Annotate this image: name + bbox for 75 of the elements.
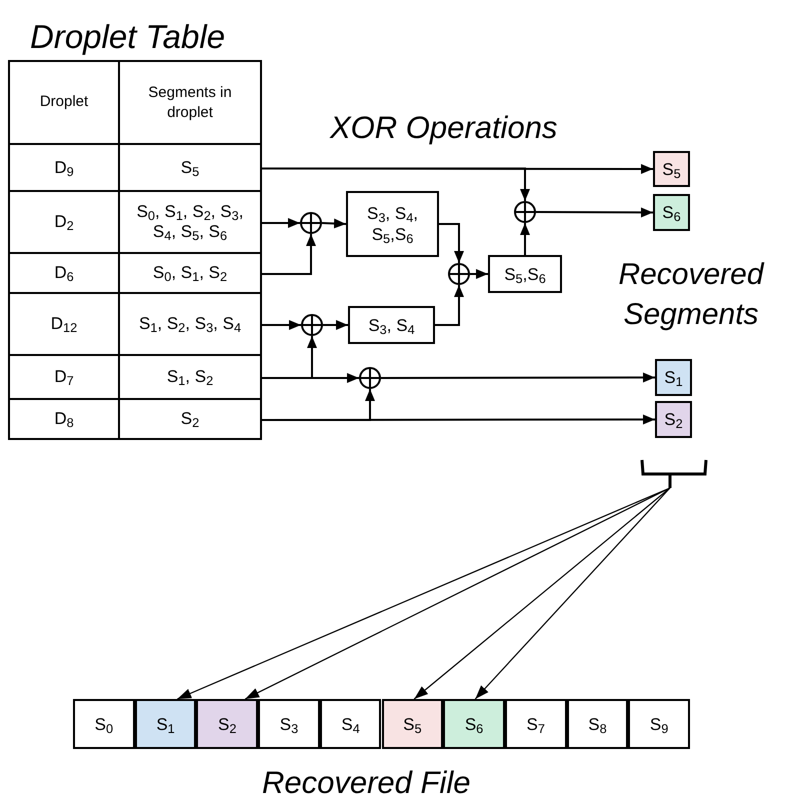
file-segment-cell xyxy=(134,699,196,749)
section-heading: Recovered Segments xyxy=(617,257,766,333)
segment-label: S$_{1}$ xyxy=(156,714,175,734)
segment-label: S$_{5}$,S$_{6}$ xyxy=(504,264,546,284)
segment-list: S$_{0}$, S$_{1}$, S$_{2}$ xyxy=(152,263,228,283)
segment-label: S$_{2}$ xyxy=(664,409,683,430)
arrow xyxy=(322,218,346,228)
segment-list: S$_{5}$ xyxy=(180,158,200,178)
segment-list: S$_{0}$, S$_{1}$, S$_{2}$, S$_{3}$, S$_{4}$, S$_{5}$, S$_{6}$ xyxy=(124,202,256,242)
segment-label: S$_{7}$ xyxy=(526,714,545,734)
droplet-id: D$_{8}$ xyxy=(54,408,74,432)
section-heading: Droplet Table xyxy=(30,17,226,57)
section-heading: XOR Operations xyxy=(330,109,558,147)
file-segment-cell xyxy=(196,699,258,749)
table-row xyxy=(8,294,262,356)
column-header: Droplet xyxy=(40,92,88,112)
arrow xyxy=(262,168,530,201)
table-header-row xyxy=(8,60,262,145)
table-row xyxy=(8,400,262,440)
table-row xyxy=(8,145,262,192)
arrow xyxy=(262,234,316,275)
segment-label: S$_{6}$ xyxy=(464,714,484,734)
arrow xyxy=(439,223,464,263)
arrow xyxy=(474,488,670,700)
segment-box xyxy=(655,401,692,438)
file-segment-cell xyxy=(320,699,382,749)
file-segment-cell xyxy=(504,699,567,749)
column-header: Segments in droplet xyxy=(147,82,233,122)
segment-list: S$_{1}$, S$_{2}$ xyxy=(166,367,214,387)
segment-label: S$_{4}$ xyxy=(341,714,360,734)
arrow xyxy=(262,389,375,421)
segment-label: S$_{6}$ xyxy=(662,202,681,223)
segment-box xyxy=(655,359,692,396)
section-heading: Recovered File xyxy=(262,764,470,802)
curly-bracket xyxy=(640,458,708,488)
arrow xyxy=(262,218,300,228)
arrow xyxy=(536,207,653,218)
segment-label: S$_{5}$ xyxy=(403,714,422,734)
droplet-id: D$_{7}$ xyxy=(54,366,74,390)
droplet-id: D$_{12}$ xyxy=(50,313,78,337)
table-row xyxy=(8,254,262,294)
arrow xyxy=(470,269,488,279)
segment-list: S$_{1}$, S$_{2}$, S$_{3}$, S$_{4}$ xyxy=(138,314,242,334)
segment-label: S$_{9}$ xyxy=(650,714,668,734)
droplet-id: D$_{6}$ xyxy=(54,262,74,286)
arrow xyxy=(381,372,655,383)
segment-box xyxy=(653,194,690,231)
segment-set-box xyxy=(346,191,439,257)
file-segment-cell xyxy=(566,699,628,749)
arrow xyxy=(262,320,301,330)
arrow xyxy=(323,320,348,330)
file-segment-cell xyxy=(382,699,444,749)
arrow xyxy=(414,488,670,700)
arrow xyxy=(520,223,530,255)
segment-label: S$_{2}$ xyxy=(218,714,236,734)
arrow xyxy=(435,285,464,326)
segment-box xyxy=(653,151,690,187)
file-segment-cell xyxy=(73,699,135,749)
droplet-id: D$_{9}$ xyxy=(54,156,74,180)
table-row xyxy=(8,356,262,400)
segment-set-box xyxy=(488,255,562,293)
segment-label: S$_{3}$, S$_{4}$ xyxy=(368,314,415,336)
segment-label: S$_{8}$ xyxy=(588,714,607,734)
segment-label: S$_{1}$ xyxy=(664,367,683,388)
segment-label: S$_{3}$, S$_{4}$, S$_{5}$,S$_{6}$ xyxy=(366,203,420,245)
segment-label: S$_{0}$ xyxy=(94,714,114,734)
segment-set-box xyxy=(348,306,435,344)
droplet-id: D$_{2}$ xyxy=(54,211,74,235)
segment-list: S$_{2}$ xyxy=(180,409,200,429)
table-row xyxy=(8,192,262,254)
segment-label: S$_{5}$ xyxy=(662,158,681,180)
file-segment-cell xyxy=(443,699,505,749)
file-segment-cell xyxy=(628,699,690,749)
segment-label: S$_{3}$ xyxy=(280,714,298,734)
file-segment-cell xyxy=(258,699,320,749)
